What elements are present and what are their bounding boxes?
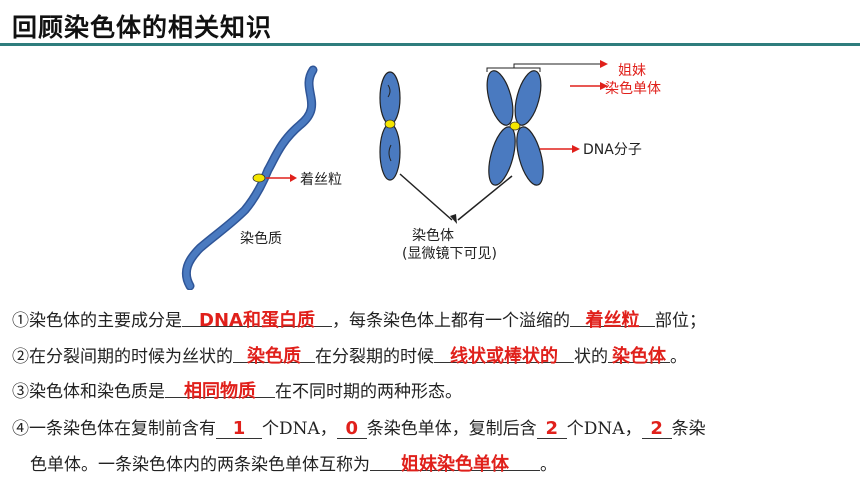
visible-label: (显微镜下可见): [402, 246, 497, 262]
q3-text-1: ③染色体和染色质是: [12, 382, 165, 402]
question-4: ④一条染色体在复制前含有 1 个DNA， 0 条染色单体，复制后含 2 个DNA， 2 条染: [12, 414, 706, 439]
q4-text-4: 个DNA，: [566, 419, 642, 439]
question-3: ③染色体和染色质是相同物质在不同时期的两种形态。: [12, 377, 462, 402]
chromosome-upper-arm: [379, 71, 401, 125]
q4-answer-2: 0: [345, 418, 359, 439]
q4-blank-5[interactable]: 姐妹染色单体: [370, 450, 540, 475]
q4-text-6: 色单体。一条染色体内的两条染色单体互称为: [30, 455, 370, 475]
q4-blank-3[interactable]: 2: [536, 418, 567, 439]
q2-text-1: ②在分裂间期的时候为丝状的: [12, 347, 233, 367]
q4-text-3: 条染色单体，复制后含: [366, 419, 537, 439]
q4-answer-5: 姐妹染色单体: [401, 454, 509, 475]
q4-answer-1: 1: [232, 418, 246, 439]
q1-text-1: ①染色体的主要成分是: [12, 311, 182, 331]
q3-text-2: 在不同时期的两种形态。: [275, 382, 462, 402]
question-1: ①染色体的主要成分是 DNA和蛋白质 ，每条染色体上都有一个溢缩的着丝粒部位；: [12, 306, 706, 331]
sister-label-2: 染色单体: [605, 80, 661, 97]
chromatin-label: 染色质: [240, 230, 282, 247]
q4-text-5: 条染: [671, 419, 706, 439]
q1-blank-1[interactable]: DNA和蛋白质: [182, 306, 332, 331]
q4-text-7: 。: [540, 455, 557, 475]
q4-blank-1[interactable]: 1: [216, 418, 262, 439]
q4-answer-4: 2: [650, 418, 663, 439]
question-4-continued: 色单体。一条染色体内的两条染色单体互称为 姐妹染色单体 。: [30, 450, 557, 475]
q3-answer-1: 相同物质: [184, 381, 256, 402]
q4-answer-3: 2: [545, 418, 559, 439]
q2-answer-2: 线状或棒状的: [450, 346, 558, 367]
centromere-dot-chromatin: [252, 173, 266, 183]
chromosome-label: 染色体: [412, 227, 454, 244]
q1-answer-1: DNA和蛋白质: [199, 310, 315, 331]
q1-blank-2[interactable]: 着丝粒: [570, 306, 655, 331]
q2-answer-3: 染色体: [612, 346, 666, 367]
centromere-dot-replicated: [509, 121, 521, 131]
q4-blank-2[interactable]: 0: [336, 418, 367, 439]
q2-text-2: 在分裂期的时候: [315, 347, 434, 367]
q2-blank-2[interactable]: 线状或棒状的: [434, 342, 574, 367]
page-title: 回顾染色体的相关知识: [12, 13, 273, 42]
q4-blank-4[interactable]: 2: [641, 418, 672, 439]
chromosome-diagram: 着丝粒 染色质 姐妹 染色单体 DNA分子 染色体 (显微镜下可见): [181, 60, 661, 290]
q2-blank-1[interactable]: 染色质: [233, 342, 315, 367]
chromosome-lower-arm: [379, 123, 401, 181]
q2-text-3: 状的: [574, 347, 608, 367]
title-underline: [0, 43, 860, 46]
q4-text-2: 个DNA，: [262, 419, 337, 439]
q2-blank-3[interactable]: 染色体: [608, 342, 670, 367]
q1-answer-2: 着丝粒: [585, 310, 640, 331]
q1-text-3: 部位；: [655, 311, 706, 331]
q4-text-1: ④一条染色体在复制前含有: [12, 419, 216, 439]
question-2: ②在分裂间期的时候为丝状的染色质在分裂期的时候线状或棒状的状的染色体。: [12, 342, 687, 367]
q3-blank-1[interactable]: 相同物质: [165, 377, 275, 402]
dna-label: DNA分子: [583, 142, 642, 158]
q2-answer-1: 染色质: [247, 346, 301, 367]
centromere-dot-chromosome: [384, 119, 396, 129]
q2-text-4: 。: [670, 347, 687, 367]
sister-label: 姐妹: [618, 63, 646, 79]
centromere-label: 着丝粒: [300, 172, 342, 188]
q1-text-2: ，每条染色体上都有一个溢缩的: [332, 311, 570, 331]
